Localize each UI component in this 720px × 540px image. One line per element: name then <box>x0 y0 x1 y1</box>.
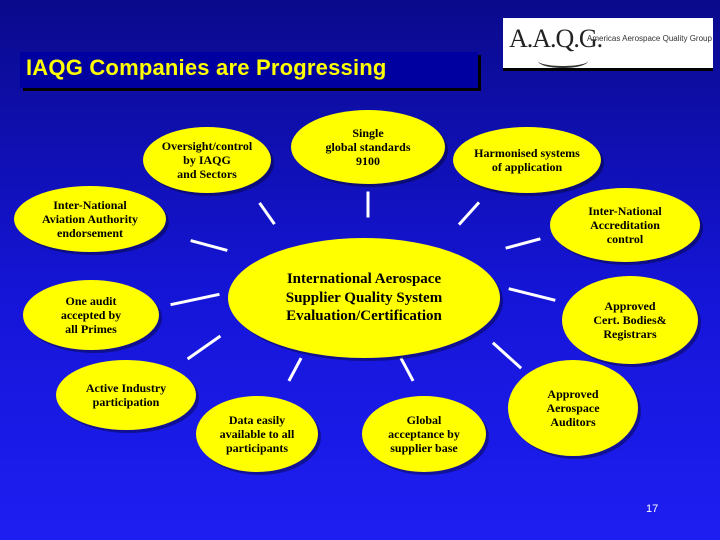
one-audit-node: One audit accepted by all Primes <box>23 280 159 350</box>
connector-line <box>190 239 228 252</box>
approved-auditors-node: Approved Aerospace Auditors <box>508 360 638 456</box>
connector-line <box>508 287 556 302</box>
aviation-authority-endorsement-node: Inter-National Aviation Authority endors… <box>14 186 166 252</box>
connector-line <box>287 357 303 382</box>
connector-line <box>258 201 276 226</box>
logo-mark: A.A.Q.G. <box>509 24 603 53</box>
logo-rule <box>503 68 713 71</box>
connector-line <box>505 237 541 250</box>
logo-text: Americas Aerospace Quality Group <box>587 34 712 43</box>
page-number: 17 <box>646 503 659 515</box>
page-title: IAQG Companies are Progressing <box>26 55 387 80</box>
data-availability-node: Data easily available to all participant… <box>196 396 318 472</box>
connector-line <box>457 201 481 226</box>
connector-line <box>186 334 222 361</box>
connector-line <box>366 191 370 218</box>
global-acceptance-node: Global acceptance by supplier base <box>362 396 486 472</box>
approved-cert-bodies-node: Approved Cert. Bodies& Registrars <box>562 276 698 364</box>
harmonised-systems-node: Harmonised systems of application <box>453 127 601 193</box>
connector-line <box>170 292 220 307</box>
central-certification-node: International Aerospace Supplier Quality… <box>228 238 500 358</box>
accreditation-control-node: Inter-National Accreditation control <box>550 188 700 262</box>
oversight-control-node: Oversight/control by IAQG and Sectors <box>143 127 271 193</box>
aaqg-logo: A.A.Q.G. Americas Aerospace Quality Grou… <box>503 18 713 68</box>
title-bar <box>20 52 478 88</box>
connector-line <box>399 357 415 382</box>
logo-swoosh <box>538 54 588 68</box>
connector-line <box>491 341 523 370</box>
active-industry-node: Active Industry participation <box>56 360 196 430</box>
single-global-standards-node: Single global standards 9100 <box>291 110 445 184</box>
